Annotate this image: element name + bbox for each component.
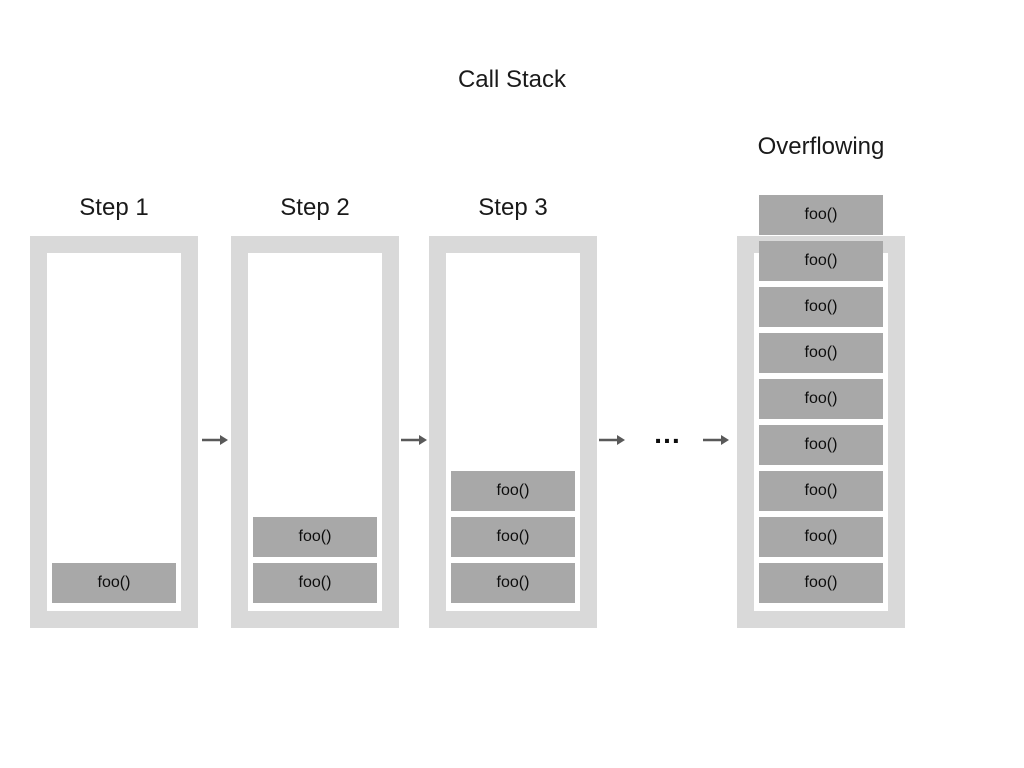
stack-frame: foo() xyxy=(451,471,575,511)
stack-frame: foo() xyxy=(52,563,176,603)
stack-window: foo() foo() foo() foo() foo() foo() foo() foo()… xyxy=(754,195,888,611)
stack-container: foo() foo() xyxy=(231,236,399,628)
arrow-right-icon xyxy=(599,435,625,445)
arrow-right-icon xyxy=(401,435,427,445)
stack-step-2: Step 2 foo() foo() xyxy=(231,0,399,768)
stack-container: foo() foo() foo() xyxy=(429,236,597,628)
stack-frame: foo() xyxy=(451,517,575,557)
stack-frame: foo() xyxy=(253,563,377,603)
stack-overflowing: Overflowing foo()foo()foo()foo()foo()foo… xyxy=(737,0,905,768)
stack-frame: foo() xyxy=(759,425,883,465)
stack-frame: foo() xyxy=(759,379,883,419)
stack-container: foo() xyxy=(30,236,198,628)
stack-window: foo() foo() foo() xyxy=(446,253,580,611)
stack-frame: foo() xyxy=(759,287,883,327)
stack-label-step-2: Step 2 xyxy=(280,194,350,221)
arrow-right-icon xyxy=(703,435,729,445)
stack-frame: foo() xyxy=(759,517,883,557)
stack-label-step-3: Step 3 xyxy=(478,194,548,221)
diagram-title: Call Stack xyxy=(457,66,567,93)
stack-frame: foo() xyxy=(253,517,377,557)
ellipsis-dots: … xyxy=(653,418,683,449)
stack-label-step-1: Step 1 xyxy=(79,194,149,221)
stack-frame: foo() xyxy=(759,241,883,281)
stack-container: foo() foo() foo() foo() foo() foo() foo() foo()… xyxy=(737,195,905,628)
stack-frame: foo() xyxy=(759,563,883,603)
stack-window: foo() xyxy=(47,253,181,611)
stack-frame: foo() xyxy=(451,563,575,603)
stack-step-3: Step 3 foo() foo() foo() xyxy=(429,0,597,768)
stack-step-1: Step 1 foo() xyxy=(30,0,198,768)
arrow-right-icon xyxy=(202,435,228,445)
stack-window: foo() foo() xyxy=(248,253,382,611)
stack-frame: foo() xyxy=(759,195,883,235)
stack-frame: foo() xyxy=(759,471,883,511)
stack-frame: foo() xyxy=(759,333,883,373)
stack-label-overflowing: Overflowing xyxy=(757,133,885,160)
